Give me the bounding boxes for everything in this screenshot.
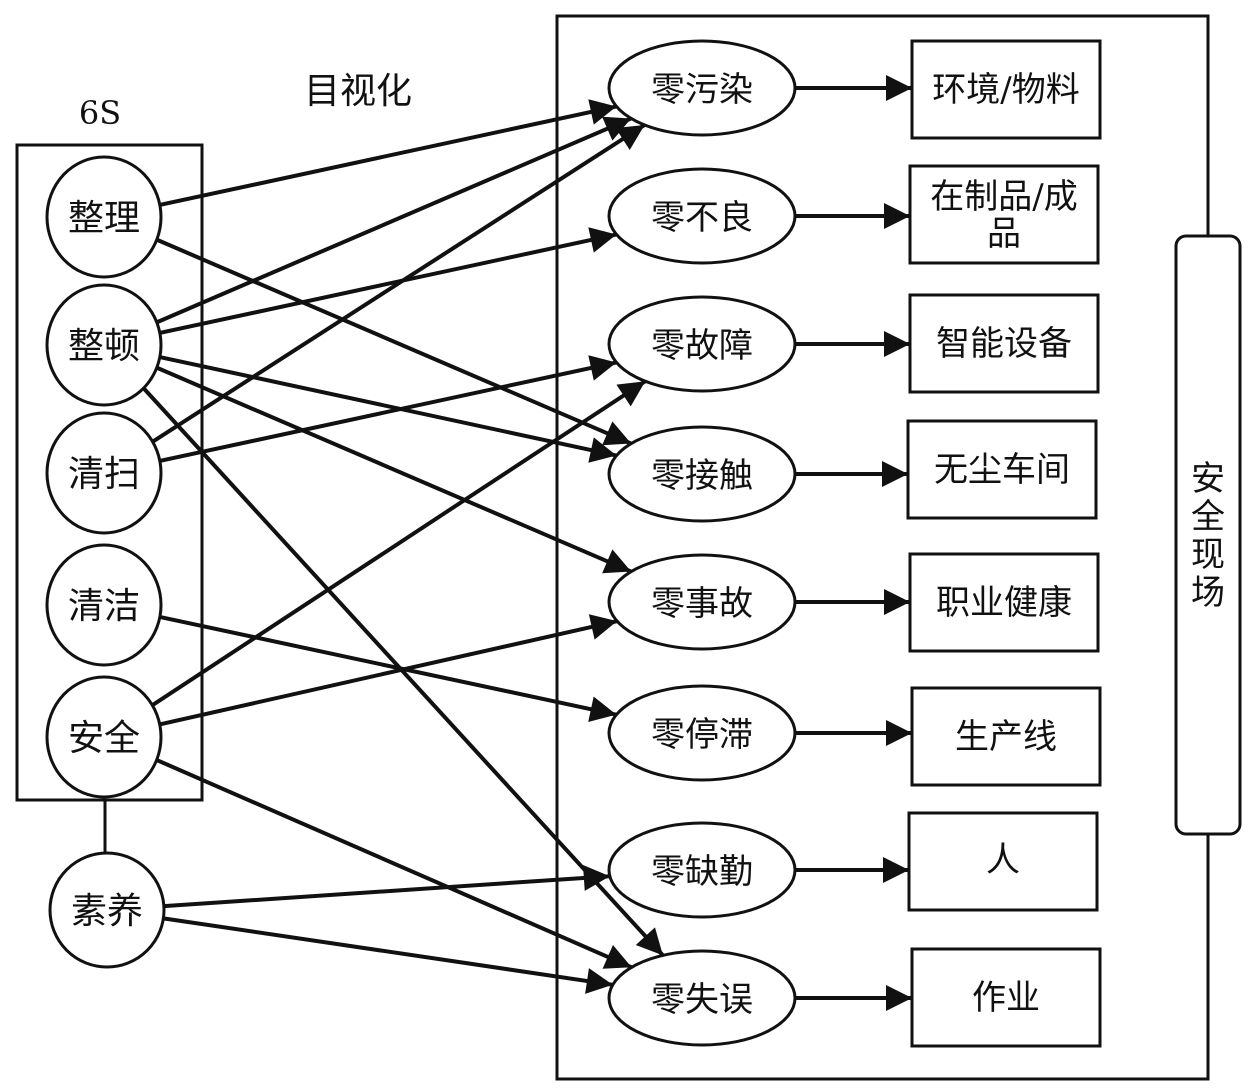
target-label: 智能设备 xyxy=(936,324,1072,364)
target-box xyxy=(906,419,1098,520)
group-label-6s: 6S xyxy=(79,94,121,132)
source-node-s3: 清扫 xyxy=(45,411,163,535)
target-label: 作业 xyxy=(972,978,1040,1018)
target-label-line: 在制品/成 xyxy=(930,177,1077,217)
source-label: 素养 xyxy=(71,891,143,932)
edges-layer xyxy=(141,99,665,994)
edge-arrow-s5-g3 xyxy=(150,379,647,708)
edge-arrow-s2-g2 xyxy=(159,227,617,335)
target-label: 人 xyxy=(986,840,1020,880)
target-box xyxy=(910,686,1102,787)
goal-row-g1: 零污染 环境/物料 xyxy=(607,39,1102,140)
goal-label: 零故障 xyxy=(651,326,753,366)
target-label: 生产线 xyxy=(955,717,1057,757)
side-label-char: 安 xyxy=(1191,459,1225,499)
edge-arrow-s2-g1 xyxy=(155,116,632,325)
target-box xyxy=(908,293,1100,394)
target-box xyxy=(910,39,1102,140)
edge-arrow-s5-g8 xyxy=(155,757,633,970)
goal-row-g2: 零不良 在制品/成品 xyxy=(607,164,1100,265)
source-label: 清扫 xyxy=(68,454,140,495)
source-node-s5: 安全 xyxy=(45,675,163,799)
edge-arrow-s3-g3 xyxy=(159,355,617,463)
goal-row-g8: 零失误 作业 xyxy=(607,947,1102,1048)
side-label-char: 现 xyxy=(1191,535,1225,575)
source-circle xyxy=(45,543,163,667)
target-box xyxy=(910,947,1102,1048)
target-box xyxy=(908,164,1100,265)
goal-label: 零事故 xyxy=(651,584,753,624)
goal-label: 零接触 xyxy=(651,456,753,496)
edge-arrow-s5-g5 xyxy=(159,614,618,727)
source-circle xyxy=(45,411,163,535)
side-label-char: 场 xyxy=(1191,573,1225,613)
edge-arrow-s1-g1 xyxy=(159,99,617,207)
edge-label-visualization: 目视化 xyxy=(304,71,412,112)
source-circle xyxy=(48,851,166,969)
edge-arrow-s1-g4 xyxy=(155,237,632,446)
edge-arrow-s3-g1 xyxy=(150,123,646,444)
goal-label: 零缺勤 xyxy=(651,852,753,892)
6s-group-box xyxy=(15,143,204,802)
goal-row-g5: 零事故 职业健康 xyxy=(607,552,1100,653)
target-label: 环境/物料 xyxy=(932,70,1079,110)
goal-label: 零污染 xyxy=(651,70,753,110)
source-label: 安全 xyxy=(68,718,140,759)
target-label: 无尘车间 xyxy=(934,450,1070,490)
target-label: 职业健康 xyxy=(936,583,1072,623)
goal-row-g6: 零停滞 生产线 xyxy=(607,684,1102,787)
edge-arrow-s6-g7 xyxy=(163,864,610,909)
edge-arrow-s2-g5 xyxy=(155,365,632,574)
source-node-s2: 整顿 xyxy=(45,283,163,407)
goal-label: 零失误 xyxy=(651,980,753,1020)
source-label: 整理 xyxy=(68,198,140,239)
source-label: 清洁 xyxy=(68,586,140,627)
source-label: 整顿 xyxy=(68,326,140,367)
goal-label: 零不良 xyxy=(651,198,753,238)
source-node-s6: 素养 xyxy=(48,851,166,969)
edge-arrow-s6-g8 xyxy=(163,916,614,994)
edge-arrow-s2-g4 xyxy=(159,355,617,463)
goal-label: 零停滞 xyxy=(651,715,753,755)
target-box xyxy=(907,811,1099,912)
source-circle xyxy=(45,675,163,799)
goal-row-g4: 零接触 无尘车间 xyxy=(607,419,1098,523)
source-circle xyxy=(45,155,163,279)
target-box xyxy=(908,552,1100,653)
edge-arrow-s4-g6 xyxy=(159,614,617,722)
goal-row-g7: 零缺勤 人 xyxy=(607,811,1099,919)
goal-row-g3: 零故障 智能设备 xyxy=(607,293,1100,394)
source-node-s4: 清洁 xyxy=(45,543,163,667)
side-label-char: 全 xyxy=(1191,497,1225,537)
source-node-s1: 整理 xyxy=(45,155,163,279)
safety-site-pill xyxy=(1174,234,1242,836)
source-circle xyxy=(45,283,163,407)
target-label-line: 品 xyxy=(987,214,1021,254)
